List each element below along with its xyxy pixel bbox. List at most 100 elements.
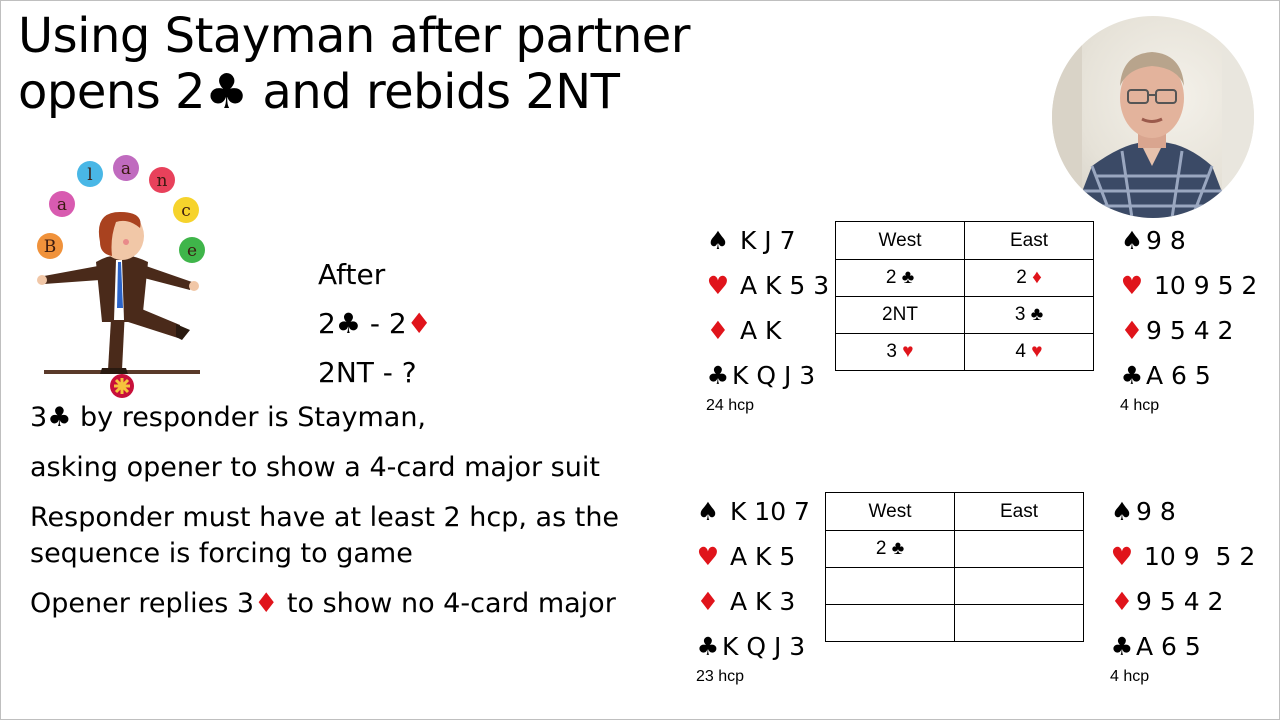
example2-east-hcp: 4 hcp [1110,668,1150,685]
heart-icon: ♥ [696,542,720,571]
hearts-holding: 10 9 5 2 [1153,271,1258,300]
auction-row: 2 ♣ 2 ♦ [835,259,1094,297]
bid-level: 3 [886,341,897,362]
bid-2-response: - 2 [360,307,407,340]
example1-east-hcp: 4 hcp [1120,397,1160,414]
auction-header-west: West [825,492,955,531]
diamond-icon: ♦ [1120,316,1144,345]
diamonds-holding: 9 5 4 2 [1146,316,1234,345]
auction-cell-west [825,567,955,605]
text-part: by responder is Stayman, [71,402,427,433]
club-icon: ♣ [891,538,905,559]
explanation-line-3: Responder must have at least 2 hcp, as t… [30,500,619,572]
auction-header-east: East [964,221,1094,260]
juggling-ball: a [113,155,139,181]
auction-header-east: East [954,492,1084,531]
explanation-line-4: Opener replies 3♦ to show no 4-card majo… [30,586,619,622]
club-icon: ♣ [1030,304,1044,325]
example1-east-hand: ♠9 8 ♥ 10 9 5 2 ♦9 5 4 2 ♣A 6 5 [1118,218,1258,398]
text-part: 3 [30,402,48,433]
example1-auction-table: West East 2 ♣ 2 ♦ 2NT 3 ♣ 3 ♥ 4 ♥ [835,221,1094,371]
diamonds-holding: A K 3 [729,587,796,616]
juggling-ball: a [49,191,75,217]
title-line2-b: and rebids 2NT [262,64,620,120]
example1-west-hcp: 24 hcp [706,397,755,414]
auction-cell-west [825,604,955,642]
auction-cell-east [954,604,1084,642]
diamonds-holding: A K [739,316,782,345]
club-icon: ♣ [901,267,915,288]
hearts-holding: A K 5 [729,542,796,571]
diamond-icon: ♦ [696,587,720,616]
example2-west-hand: ♠ K 10 7 ♥ A K 5 ♦ A K 3 ♣K Q J 3 [694,489,810,669]
auction-header-west: West [835,221,965,260]
diamond-icon: ♦ [406,307,432,340]
auction-cell-east: 3 ♣ [964,296,1094,334]
auction-row [825,567,1084,605]
club-icon: ♣ [47,402,72,433]
bid-level: 3 [1014,304,1026,325]
title-line2-a: opens 2 [18,64,206,120]
spade-icon: ♠ [696,497,720,526]
juggling-ball: c [173,197,199,223]
auction-cell-east [954,567,1084,605]
ball-letter: a [121,159,131,179]
bidding-sequence-block: After 2♣ - 2♦ 2NT - ? [318,250,432,397]
clubs-holding: K Q J 3 [722,632,806,661]
heart-icon: ♥ [1120,271,1144,300]
diamond-icon: ♦ [706,316,730,345]
hearts-holding: 10 9 5 2 [1143,542,1256,571]
juggling-ball: l [77,161,103,187]
presenter-image [1052,16,1254,218]
club-icon: ♣ [706,361,730,390]
spades-holding: K 10 7 [729,497,810,526]
heart-icon: ♥ [1110,542,1134,571]
bid-2: 2 [318,307,336,340]
auction-cell-east: 2 ♦ [964,259,1094,297]
clubs-holding: K Q J 3 [732,361,816,390]
auction-row [825,604,1084,642]
spades-holding: K J 7 [739,226,796,255]
ball-letter: c [181,201,191,221]
presenter-webcam [1052,16,1254,218]
bid-level: 2 [875,538,887,559]
auction-cell-east [954,530,1084,568]
ball-letter: a [57,195,67,215]
bid-level: 4 [1015,341,1026,362]
juggling-ball: n [149,167,175,193]
text-part: Responder must have at least 2 hcp, as t… [30,502,620,533]
auction-row: 3 ♥ 4 ♥ [835,333,1094,371]
heart-icon: ♥ [706,271,730,300]
title-rest: after partner [389,8,691,64]
diamond-icon: ♦ [1110,587,1134,616]
text-part: to show no 4-card major [278,588,616,619]
explanation-text: 3♣ by responder is Stayman, asking opene… [30,400,619,636]
club-icon: ♣ [205,64,248,120]
ball-letter: e [187,241,197,261]
after-sequence-line2: 2NT - ? [318,356,417,389]
spade-icon: ♠ [706,226,730,255]
heart-icon: ♥ [1031,341,1043,362]
ball-letter: n [157,171,168,191]
diamonds-holding: 9 5 4 2 [1136,587,1224,616]
club-icon: ♣ [696,632,720,661]
auction-row: 2 ♣ [825,530,1084,568]
after-label: After [318,258,386,291]
explanation-line-1: 3♣ by responder is Stayman, [30,400,619,436]
spade-icon: ♠ [1120,226,1144,255]
text-part: sequence is forcing to game [30,538,413,569]
bid-level: 2 [1016,267,1027,288]
explanation-line-2: asking opener to show a 4-card major sui… [30,452,600,483]
spades-holding: 9 8 [1136,497,1176,526]
text-part: Opener replies 3 [30,588,255,619]
spade-icon: ♠ [1110,497,1134,526]
auction-cell-west: 2 ♣ [825,530,955,568]
diamond-icon: ♦ [1032,267,1042,288]
example1-west-hand: ♠ K J 7 ♥ A K 5 3 ♦ A K ♣K Q J 3 [704,218,829,398]
auction-cell-east: 4 ♥ [964,333,1094,371]
heart-icon: ♥ [902,341,914,362]
bid-level: 2 [885,267,897,288]
auction-cell-west: 2NT [835,296,965,334]
